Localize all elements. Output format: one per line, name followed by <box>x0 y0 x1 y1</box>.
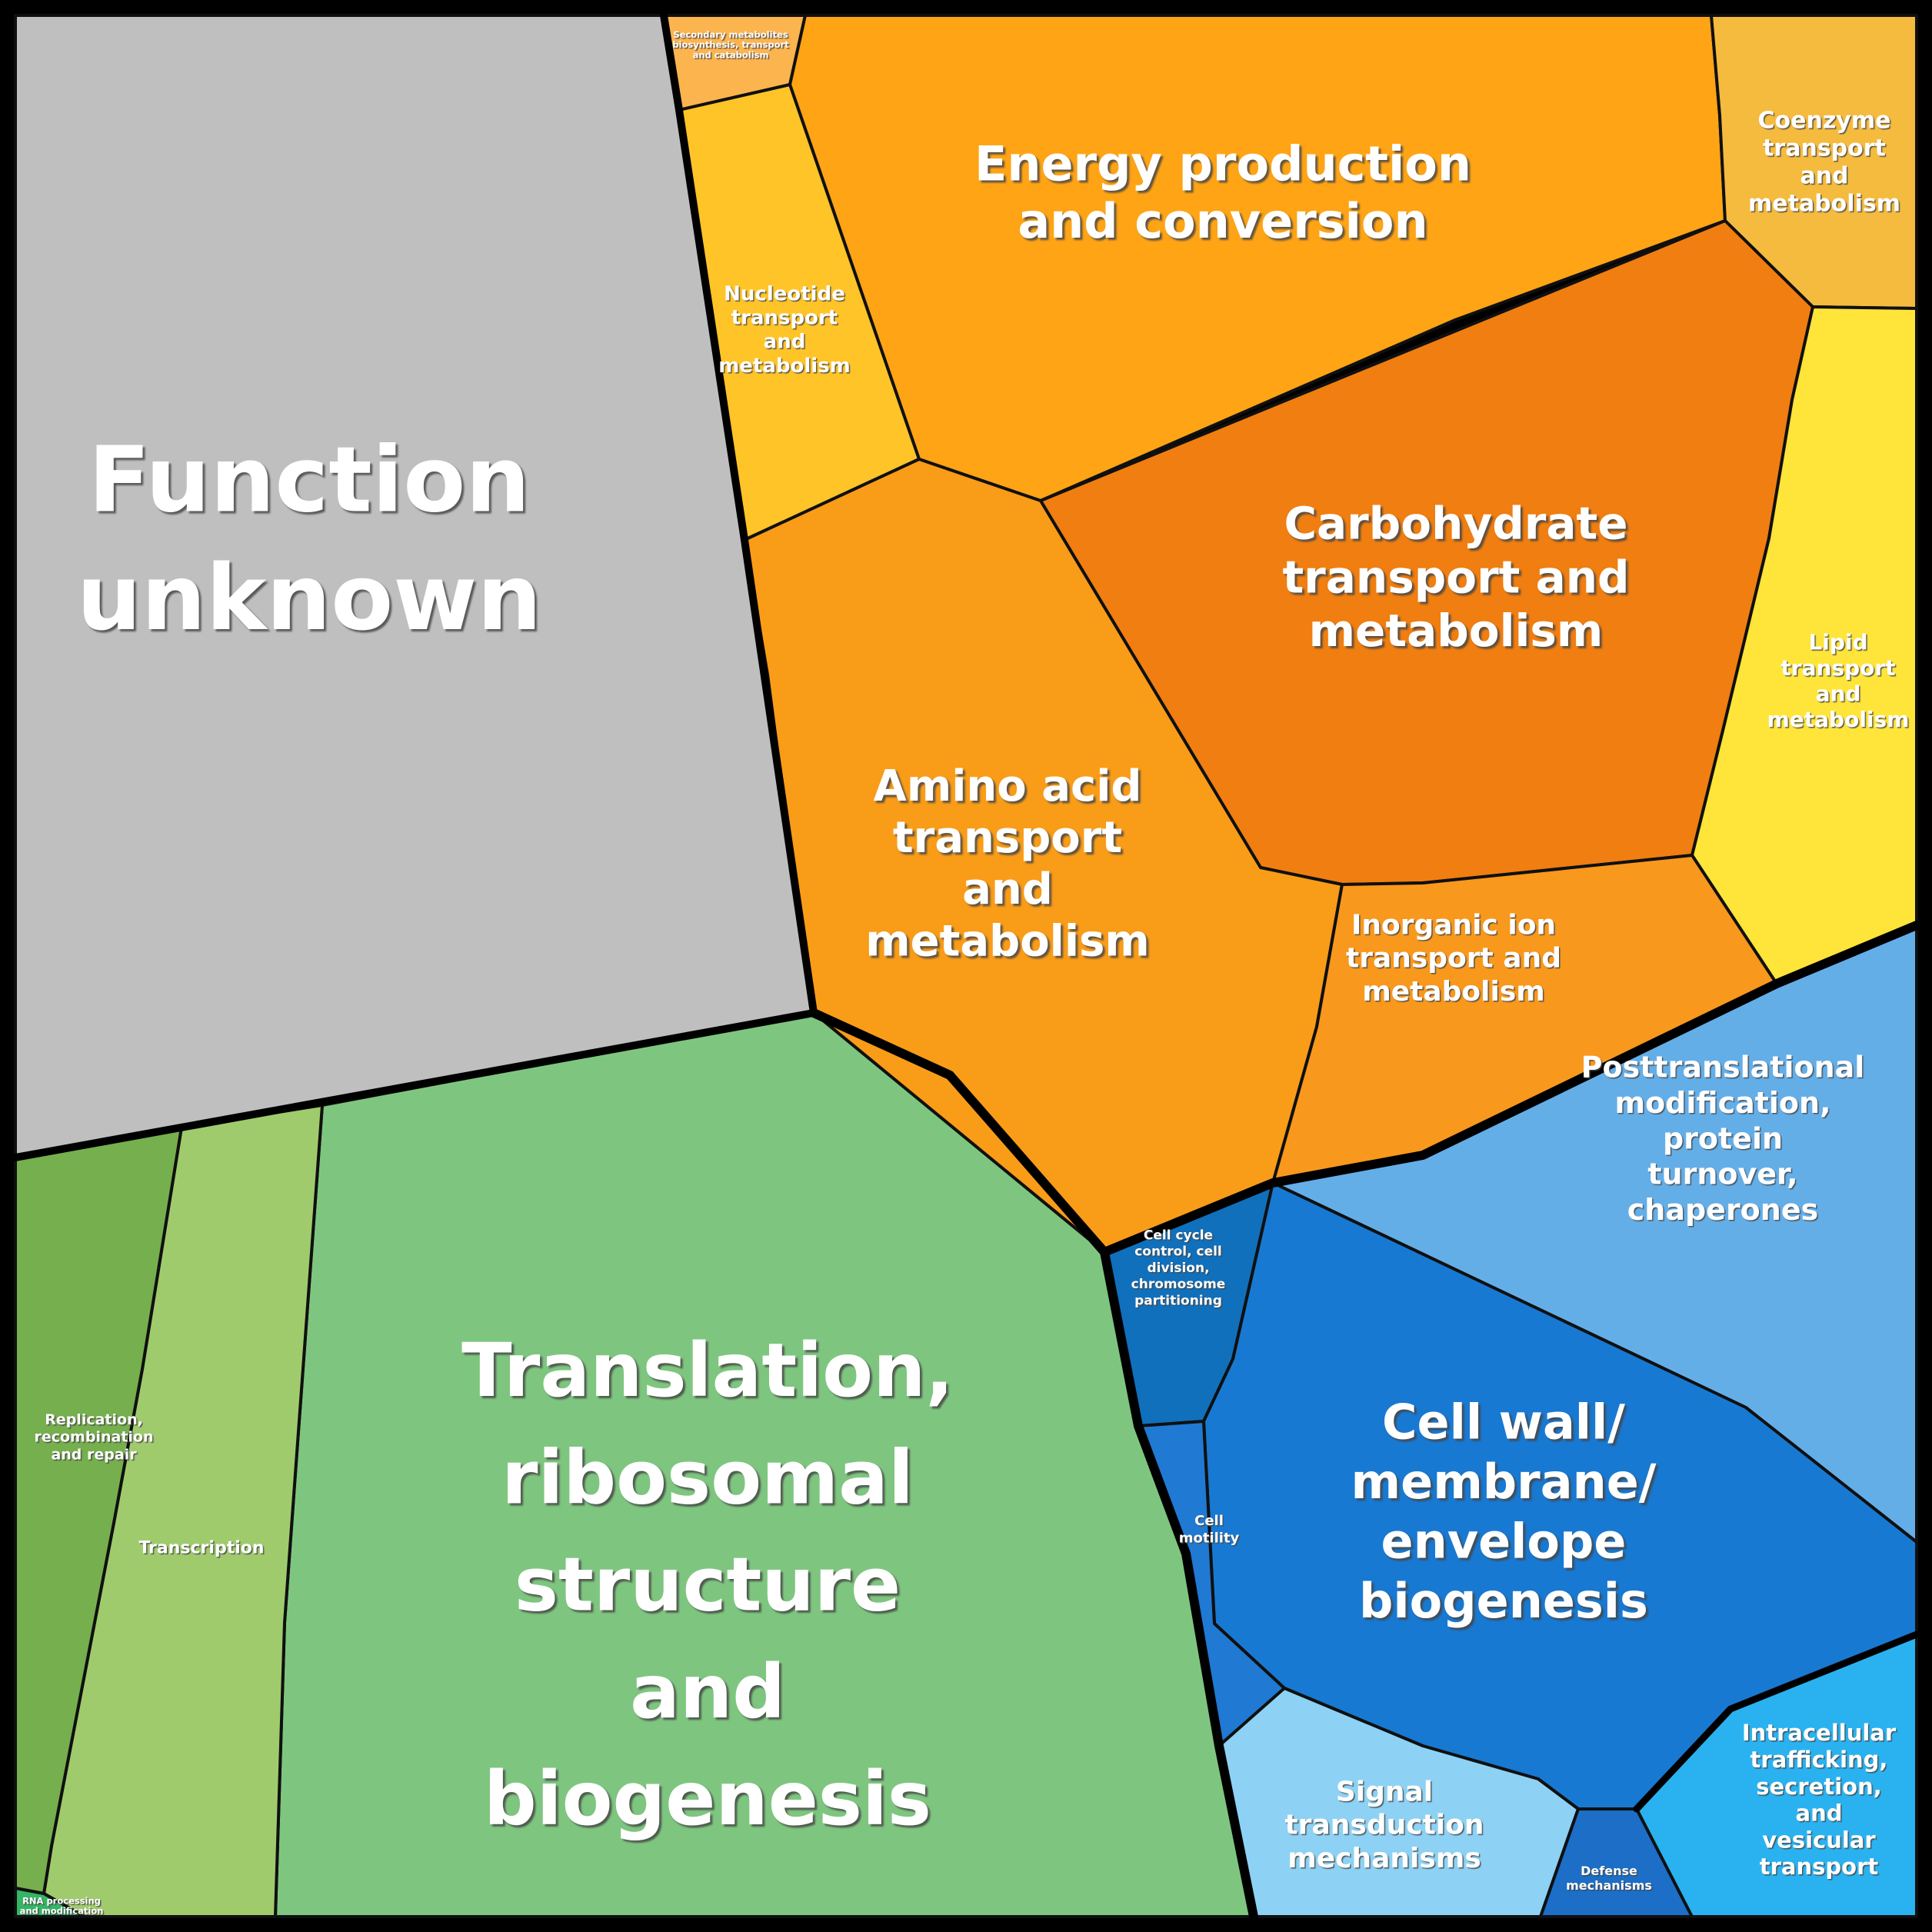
group-boundary-4 <box>1100 1247 1258 1921</box>
group-boundary-1 <box>12 1009 818 1161</box>
group-boundary-0 <box>660 12 818 1017</box>
cell-signal-transduction[interactable]: Signal transduction mechanisms <box>1217 1687 1580 1918</box>
group-boundary-2 <box>809 1008 1109 1257</box>
group-boundary-5 <box>1633 1631 1920 1813</box>
cell-rna-processing[interactable]: RNA processing and modification <box>14 1887 86 1918</box>
group-boundary-3 <box>1100 921 1921 1257</box>
